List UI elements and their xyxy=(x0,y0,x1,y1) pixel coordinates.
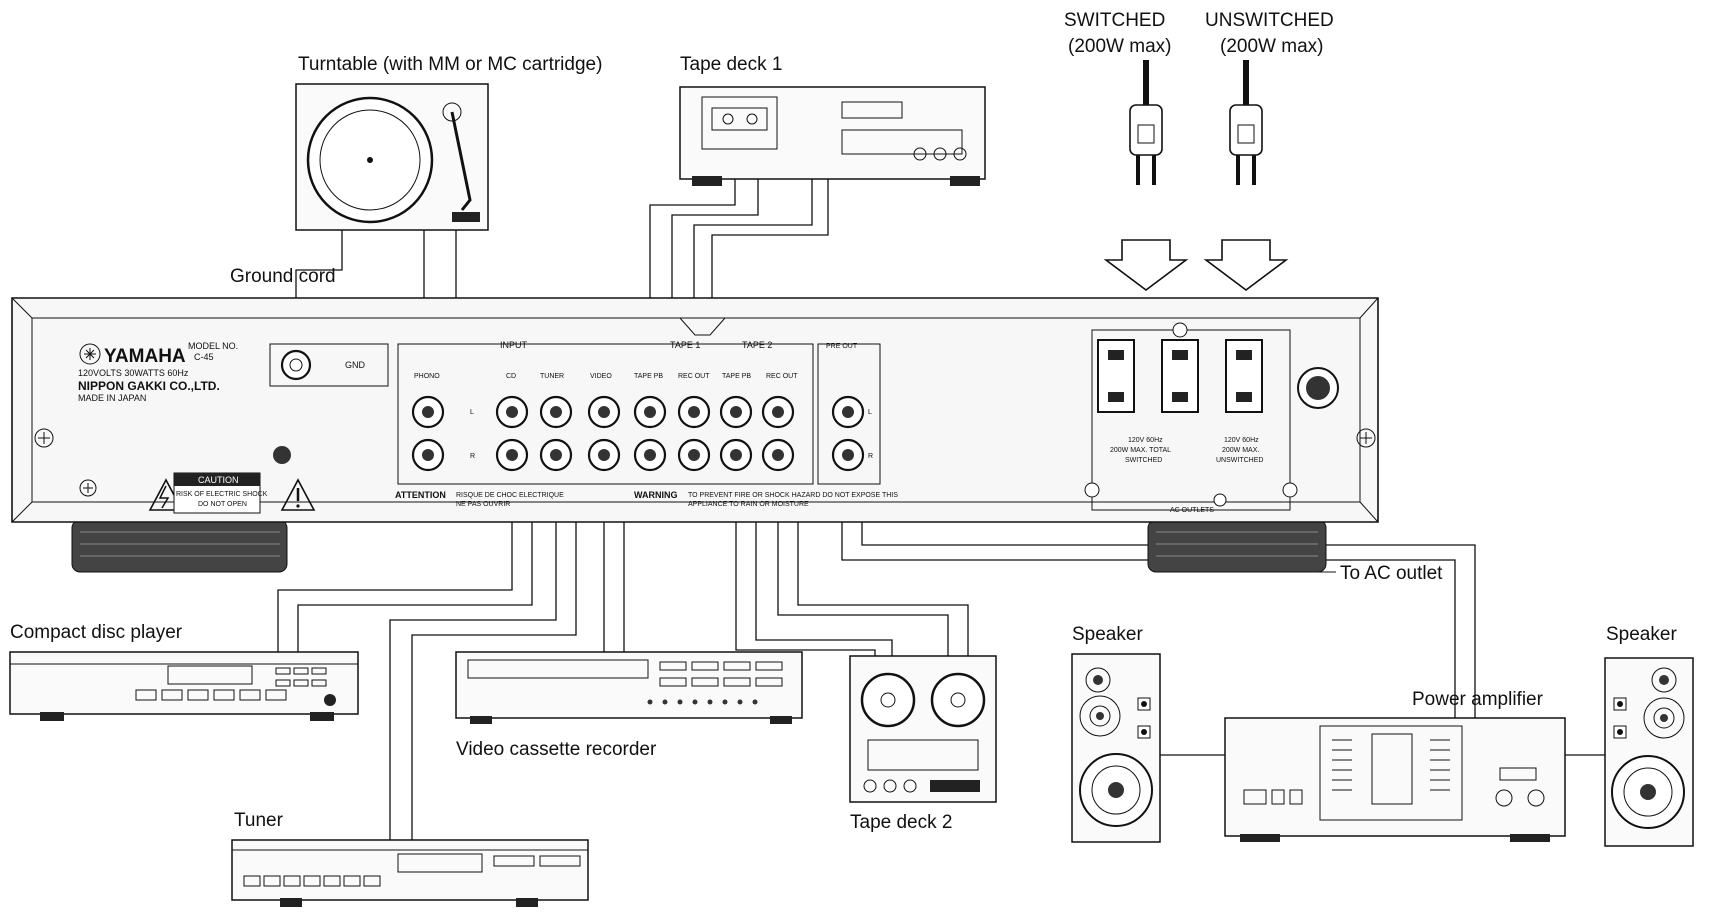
tuner-label: Tuner xyxy=(234,810,284,831)
power-amplifier xyxy=(1224,717,1566,842)
screw-left xyxy=(34,428,54,448)
speaker-left-label: Speaker xyxy=(1072,624,1143,645)
ground-cord-label: Ground cord xyxy=(230,266,336,287)
video-cassette-recorder xyxy=(455,651,803,724)
attention-text-1: RISQUE DE CHOC ELECTRIQUE xyxy=(456,492,564,499)
ac-outlets-frame xyxy=(1091,329,1291,511)
attention-text-2: NE PAS OUVRIR xyxy=(456,501,510,508)
gnd-label: GND xyxy=(345,360,366,370)
input-group-label: INPUT xyxy=(500,340,528,350)
unswitched-plug xyxy=(1229,60,1263,185)
jack-label-cd: CD xyxy=(506,373,516,380)
attention-label: ATTENTION xyxy=(395,490,446,500)
speaker-right xyxy=(1604,657,1694,847)
turntable xyxy=(295,83,489,231)
warning-label: WARNING xyxy=(634,490,678,500)
panel-foot-left xyxy=(71,519,288,573)
input-section-frame xyxy=(397,343,814,485)
jack-label-rec-out-2: REC OUT xyxy=(766,373,798,380)
power-rating: 120VOLTS 30WATTS 60Hz xyxy=(78,368,189,378)
cable-tape2-d xyxy=(797,445,969,660)
tape-deck-2-label: Tape deck 2 xyxy=(850,812,952,833)
caution-line-2: DO NOT OPEN xyxy=(198,501,247,508)
gnd-terminal-box xyxy=(269,343,389,387)
ac-switched-line-1: 120V 60Hz xyxy=(1128,437,1163,444)
pre-out-channel-r: R xyxy=(868,453,873,460)
caution-line-1: RISK OF ELECTRIC SHOCK xyxy=(176,491,268,498)
tape-deck-1 xyxy=(679,86,986,186)
exclamation-warning-icon xyxy=(280,478,316,511)
rca-jacks xyxy=(411,395,795,472)
compact-disc-player xyxy=(9,651,359,721)
pre-out-frame xyxy=(817,343,881,485)
speaker-left xyxy=(1071,653,1161,843)
caution-title: CAUTION xyxy=(198,475,239,485)
model-no-label: MODEL NO. xyxy=(188,341,238,351)
made-in-label: MADE IN JAPAN xyxy=(78,393,146,403)
unswitched-max-label: (200W max) xyxy=(1220,36,1323,57)
to-ac-outlet-label: To AC outlet xyxy=(1340,563,1443,584)
warning-text-1: TO PREVENT FIRE OR SHOCK HAZARD DO NOT E… xyxy=(688,492,898,499)
ac-switched-line-3: SWITCHED xyxy=(1125,457,1162,464)
cable-tape2-a xyxy=(735,420,876,660)
ac-unswitched-line-1: 120V 60Hz xyxy=(1224,437,1259,444)
jack-label-tape-pb-2: TAPE PB xyxy=(722,373,751,380)
reel-left xyxy=(860,672,916,728)
pre-out-label: PRE OUT xyxy=(826,343,858,350)
maker-name: NIPPON GAKKI CO.,LTD. xyxy=(78,379,220,393)
ac-unswitched-line-3: UNSWITCHED xyxy=(1216,457,1263,464)
tape-deck-2 xyxy=(849,655,997,803)
cable-tuner-l xyxy=(389,445,557,848)
ac-switched-line-2: 200W MAX. TOTAL xyxy=(1110,447,1171,454)
tonearm xyxy=(450,111,472,211)
speaker-right-label: Speaker xyxy=(1606,624,1677,645)
cable-tape2-b xyxy=(755,445,893,660)
gnd-knob xyxy=(280,349,312,381)
jack-label-phono: PHONO xyxy=(414,373,440,380)
yamaha-logo-icon xyxy=(79,343,101,365)
compact-disc-player-label: Compact disc player xyxy=(10,622,183,643)
ac-outlet-sockets xyxy=(1097,339,1263,413)
screw-right xyxy=(1356,428,1376,448)
pre-out-channel-l: L xyxy=(868,409,872,416)
cable-tuner-r xyxy=(411,445,577,848)
model-number: C-45 xyxy=(194,352,214,362)
jack-label-tuner: TUNER xyxy=(540,373,564,380)
channel-label-r: R xyxy=(470,453,475,460)
ac-outlets-label: AC OUTLETS xyxy=(1170,507,1214,514)
channel-label-l: L xyxy=(470,409,474,416)
unswitched-label: UNSWITCHED xyxy=(1205,10,1334,31)
switched-max-label: (200W max) xyxy=(1068,36,1171,57)
brand-name: YAMAHA xyxy=(104,346,186,367)
switched-plug xyxy=(1129,60,1163,185)
tape-deck-1-label: Tape deck 1 xyxy=(680,54,782,75)
switched-label: SWITCHED xyxy=(1064,10,1165,31)
reel-right xyxy=(930,672,986,728)
ac-unswitched-line-2: 200W MAX. xyxy=(1222,447,1259,454)
jack-label-tape-pb: TAPE PB xyxy=(634,373,663,380)
panel-foot-right xyxy=(1147,519,1327,573)
video-cassette-recorder-label: Video cassette recorder xyxy=(456,739,657,760)
tuner xyxy=(231,839,589,907)
turntable-label: Turntable (with MM or MC cartridge) xyxy=(298,54,602,75)
jack-label-rec-out: REC OUT xyxy=(678,373,710,380)
unswitched-arrow-icon xyxy=(1203,239,1289,291)
power-amplifier-label: Power amplifier xyxy=(1412,689,1544,710)
tape2-group-label: TAPE 2 xyxy=(742,340,772,350)
tape1-group-label: TAPE 1 xyxy=(670,340,700,350)
amplifier-rear-panel: YAMAHA MODEL NO. C-45 120VOLTS 30WATTS 6… xyxy=(11,297,1379,573)
switched-arrow-icon xyxy=(1103,239,1189,291)
warning-text-2: APPLIANCE TO RAIN OR MOISTURE xyxy=(688,501,809,508)
jack-label-video: VIDEO xyxy=(590,373,612,380)
